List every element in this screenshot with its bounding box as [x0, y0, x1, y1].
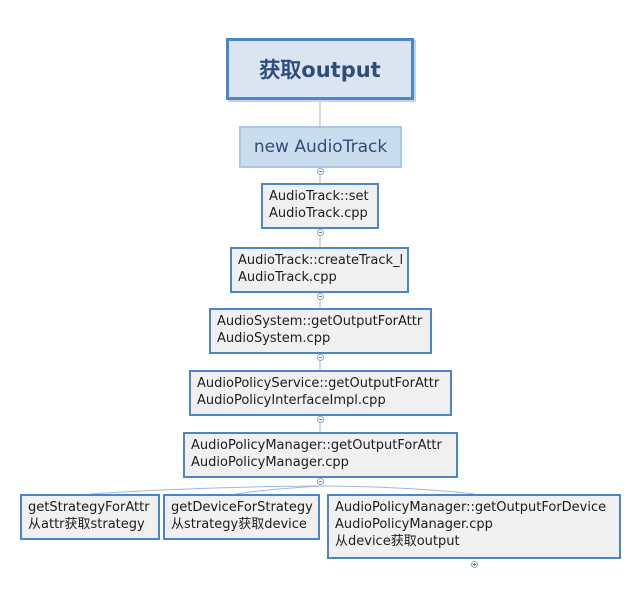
node-description: 从attr获取strategy	[28, 517, 145, 532]
root-topic[interactable]: 获取output	[226, 38, 414, 100]
node-file: AudioTrack.cpp	[238, 270, 337, 285]
collapse-toggle-icon[interactable]	[317, 416, 324, 423]
primary-topic-new-audiotrack[interactable]: new AudioTrack	[239, 126, 402, 168]
node-function: AudioPolicyManager::getOutputForAttr	[191, 438, 442, 453]
node-audiopolicyservice-getoutputforattr[interactable]: AudioPolicyService::getOutputForAttr Aud…	[189, 370, 452, 416]
node-file: AudioPolicyManager.cpp	[335, 517, 493, 532]
node-audiopolicymanager-getoutputforattr[interactable]: AudioPolicyManager::getOutputForAttr Aud…	[183, 432, 458, 478]
node-description: 从device获取output	[335, 534, 460, 549]
node-getdeviceforstrategy[interactable]: getDeviceForStrategy 从strategy获取device	[163, 494, 320, 540]
root-topic-title: 获取output	[259, 58, 381, 82]
collapse-toggle-icon[interactable]	[317, 229, 324, 236]
node-function: AudioSystem::getOutputForAttr	[217, 314, 423, 329]
node-function: AudioPolicyManager::getOutputForDevice	[335, 500, 607, 515]
expand-toggle-icon[interactable]	[471, 561, 478, 568]
node-function: getStrategyForAttr	[28, 500, 150, 515]
collapse-toggle-icon[interactable]	[317, 354, 324, 361]
node-audiotrack-set[interactable]: AudioTrack::set AudioTrack.cpp	[261, 183, 379, 229]
node-audiopolicymanager-getoutputfordevice[interactable]: AudioPolicyManager::getOutputForDevice A…	[327, 494, 621, 559]
node-getstrategyforattr[interactable]: getStrategyForAttr 从attr获取strategy	[20, 494, 160, 540]
node-audiotrack-createtrack[interactable]: AudioTrack::createTrack_l AudioTrack.cpp	[230, 247, 409, 293]
collapse-toggle-icon[interactable]	[317, 168, 324, 175]
node-description: 从strategy获取device	[171, 517, 307, 532]
node-function: AudioPolicyService::getOutputForAttr	[197, 376, 440, 391]
collapse-toggle-icon[interactable]	[317, 478, 324, 485]
primary-topic-title: new AudioTrack	[253, 137, 388, 157]
node-function: getDeviceForStrategy	[171, 500, 313, 515]
node-file: AudioPolicyInterfaceImpl.cpp	[197, 393, 386, 408]
node-file: AudioSystem.cpp	[217, 331, 331, 346]
collapse-toggle-icon[interactable]	[317, 293, 324, 300]
node-function: AudioTrack::createTrack_l	[238, 253, 404, 268]
node-file: AudioPolicyManager.cpp	[191, 455, 349, 470]
node-file: AudioTrack.cpp	[269, 206, 368, 221]
node-function: AudioTrack::set	[269, 189, 369, 204]
node-audiosystem-getoutputforattr[interactable]: AudioSystem::getOutputForAttr AudioSyste…	[209, 308, 432, 354]
